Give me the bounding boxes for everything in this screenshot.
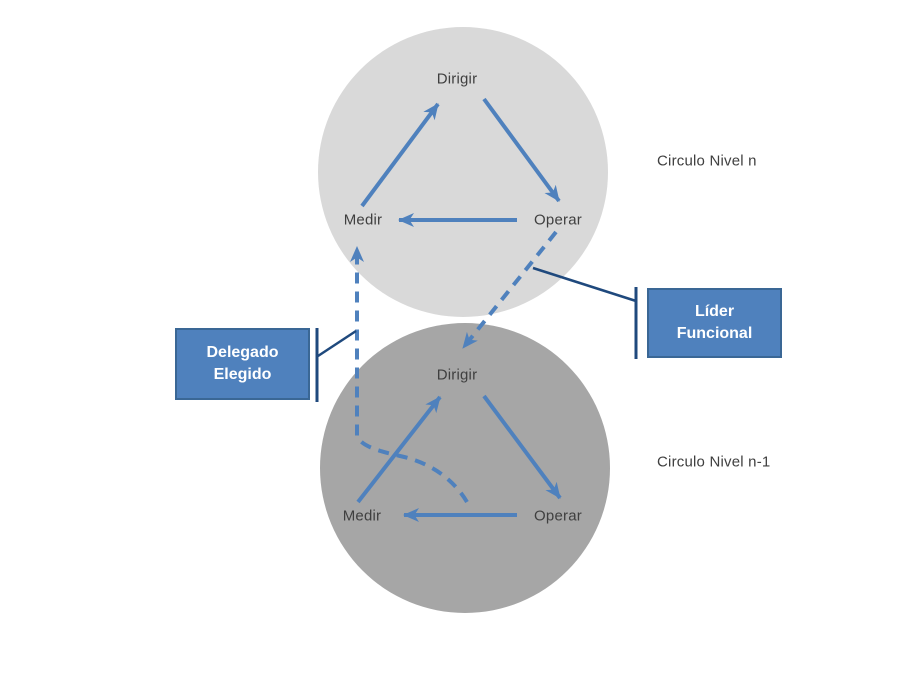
lider-callout-line [532, 266, 637, 303]
bottom-node-operar: Operar [534, 507, 582, 525]
dashed-link-delegado [350, 246, 469, 504]
top-circle [318, 27, 608, 317]
arrow-top-medir-to-dirigir [360, 102, 440, 208]
bottom-node-dirigir: Dirigir [436, 366, 478, 384]
delegado-elegido-label: Delegado Elegido [206, 344, 279, 383]
top-node-dirigir: Dirigir [436, 70, 478, 88]
delegado-callout-line [317, 329, 357, 358]
bottom-node-medir: Medir [342, 507, 382, 525]
lider-funcional-label: Líder Funcional [676, 303, 753, 342]
bottom-circle [320, 323, 610, 613]
arrow-bottom-medir-to-dirigir [356, 395, 442, 504]
bottom-circle-caption: Circulo Nivel n-1 [657, 453, 771, 471]
arrow-top-dirigir-to-operar [482, 97, 561, 203]
top-node-medir: Medir [343, 211, 383, 229]
top-node-operar: Operar [534, 211, 582, 229]
top-circle-caption: Circulo Nivel n [657, 152, 757, 170]
arrow-bottom-dirigir-to-operar [482, 394, 562, 500]
lider-funcional-box: Líder Funcional [647, 288, 782, 358]
delegado-elegido-box: Delegado Elegido [175, 328, 310, 400]
dashed-link-lider [461, 230, 558, 350]
